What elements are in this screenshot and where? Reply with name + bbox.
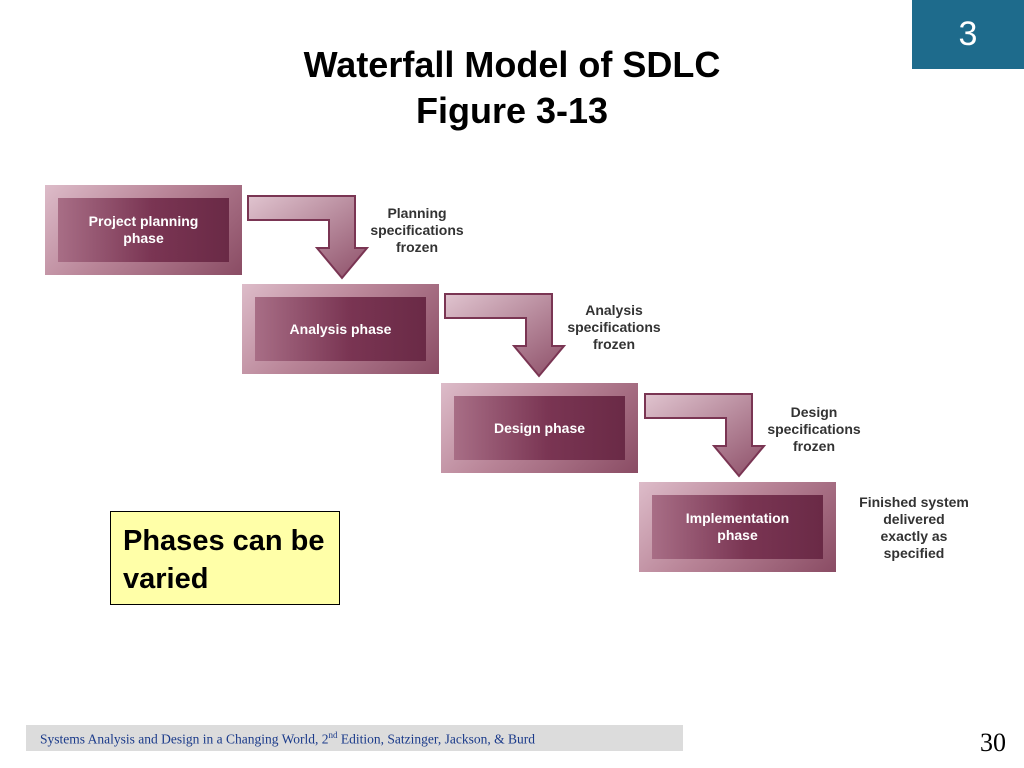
phase-design: Design phase bbox=[441, 383, 638, 473]
phase-label: Implementation phase bbox=[685, 510, 790, 543]
phase-design-inner: Design phase bbox=[454, 396, 625, 460]
caption-design-frozen: Design specifications frozen bbox=[767, 404, 861, 454]
caption-planning-frozen: Planning specifications frozen bbox=[370, 205, 464, 255]
footer-citation: Systems Analysis and Design in a Changin… bbox=[40, 730, 535, 748]
phase-project-planning-inner: Project planning phase bbox=[58, 198, 229, 262]
footer-citation-rest: Edition, Satzinger, Jackson, & Burd bbox=[337, 731, 535, 747]
phase-label: Design phase bbox=[493, 419, 586, 436]
caption-analysis-frozen: Analysis specifications frozen bbox=[567, 302, 661, 352]
title-line-2: Figure 3-13 bbox=[415, 90, 609, 131]
page-number: 30 bbox=[980, 728, 1006, 757]
arrow-design-to-implementation bbox=[644, 393, 767, 478]
arrow-analysis-to-design bbox=[444, 293, 567, 378]
phase-label: Project planning phase bbox=[88, 213, 199, 246]
phase-analysis: Analysis phase bbox=[242, 284, 439, 374]
phase-implementation: Implementation phase bbox=[639, 482, 836, 572]
footer-bar: Systems Analysis and Design in a Changin… bbox=[26, 725, 683, 751]
slide-title: Waterfall Model of SDLC Figure 3-13 bbox=[0, 42, 1024, 134]
phase-implementation-inner: Implementation phase bbox=[652, 495, 823, 559]
phase-project-planning: Project planning phase bbox=[45, 185, 242, 275]
caption-finished-system: Finished system delivered exactly as spe… bbox=[859, 494, 969, 561]
note-box: Phases can be varied bbox=[110, 511, 340, 605]
title-line-1: Waterfall Model of SDLC bbox=[303, 44, 721, 85]
footer-citation-sup: nd bbox=[328, 730, 338, 740]
phase-analysis-inner: Analysis phase bbox=[255, 297, 426, 361]
phase-label: Analysis phase bbox=[289, 320, 392, 337]
chapter-badge: 3 bbox=[912, 0, 1024, 69]
arrow-planning-to-analysis bbox=[247, 195, 370, 280]
footer-citation-main: Systems Analysis and Design in a Changin… bbox=[40, 731, 329, 747]
